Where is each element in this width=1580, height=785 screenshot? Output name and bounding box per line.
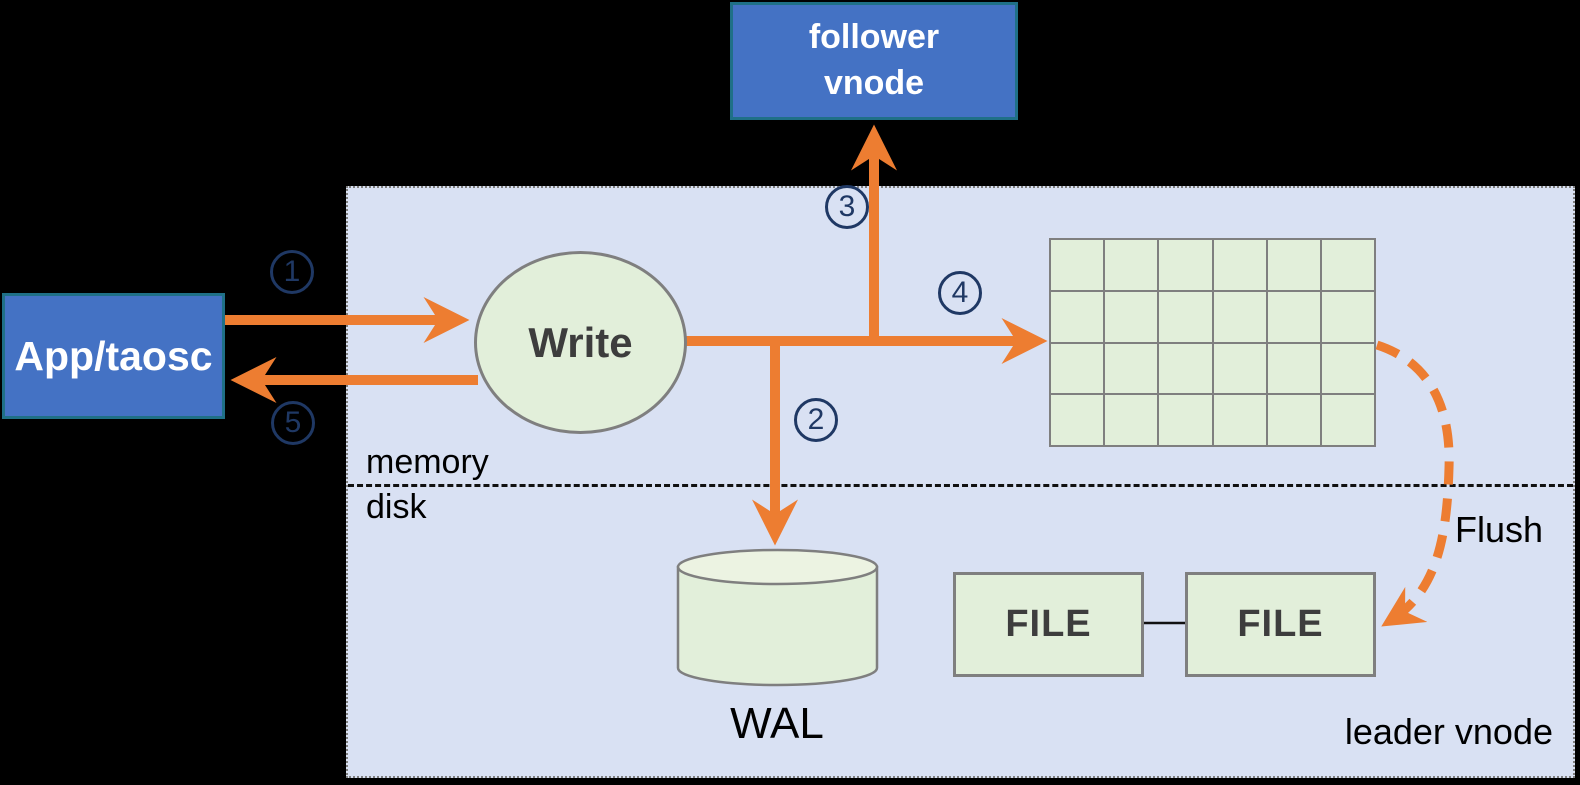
mem-table-cell <box>1105 240 1158 290</box>
mem-table-cell <box>1159 240 1212 290</box>
step-badge-4: 4 <box>938 271 982 315</box>
wal-label: WAL <box>730 699 824 748</box>
mem-table-cell <box>1051 240 1104 290</box>
file-box-2: FILE <box>1185 572 1376 677</box>
step-badge-1: 1 <box>270 250 314 294</box>
mem-table-cell <box>1267 291 1320 342</box>
file2-label: FILE <box>1237 603 1324 645</box>
mem-table-cell <box>1105 343 1158 394</box>
file-box-1: FILE <box>953 572 1144 677</box>
mem-table-cell <box>1159 395 1212 445</box>
mem-table-cell <box>1213 395 1266 445</box>
mem-table-cell <box>1267 395 1320 445</box>
mem-table-cell <box>1159 291 1212 342</box>
leader-vnode-label: leader vnode <box>1344 711 1553 752</box>
mem-table-cell <box>1213 291 1266 342</box>
mem-table-cell <box>1321 343 1374 394</box>
step-badge-5: 5 <box>271 401 315 445</box>
mem-table-cell <box>1213 240 1266 290</box>
mem-table-cell <box>1051 343 1104 394</box>
memory-disk-divider <box>348 484 1573 487</box>
follower-vnode-line1: follower <box>808 18 940 57</box>
mem-table-cell <box>1105 291 1158 342</box>
mem-table-cell <box>1321 395 1374 445</box>
flush-label: Flush <box>1455 509 1544 550</box>
follower-vnode-line2: vnode <box>823 64 925 102</box>
mem-table-cell <box>1051 395 1104 445</box>
step-badge-2: 2 <box>794 398 838 442</box>
mem-table-cell <box>1267 343 1320 394</box>
step-badge-3: 3 <box>825 185 869 229</box>
mem-table-cell <box>1321 291 1374 342</box>
mem-table-cell <box>1267 240 1320 290</box>
write-node: Write <box>474 251 687 434</box>
app-taosc-label: App/taosc <box>14 332 213 379</box>
follower-vnode-box: follower vnode <box>730 2 1018 120</box>
mem-table <box>1049 238 1376 447</box>
app-taosc-box: App/taosc <box>2 293 225 419</box>
write-label: Write <box>528 318 633 366</box>
disk-label: disk <box>366 488 427 526</box>
mem-table-cell <box>1321 240 1374 290</box>
mem-table-cell <box>1105 395 1158 445</box>
mem-table-cell <box>1051 291 1104 342</box>
file1-label: FILE <box>1005 603 1092 645</box>
memory-label: memory <box>366 443 489 481</box>
mem-table-cell <box>1159 343 1212 394</box>
mem-table-cell <box>1213 343 1266 394</box>
